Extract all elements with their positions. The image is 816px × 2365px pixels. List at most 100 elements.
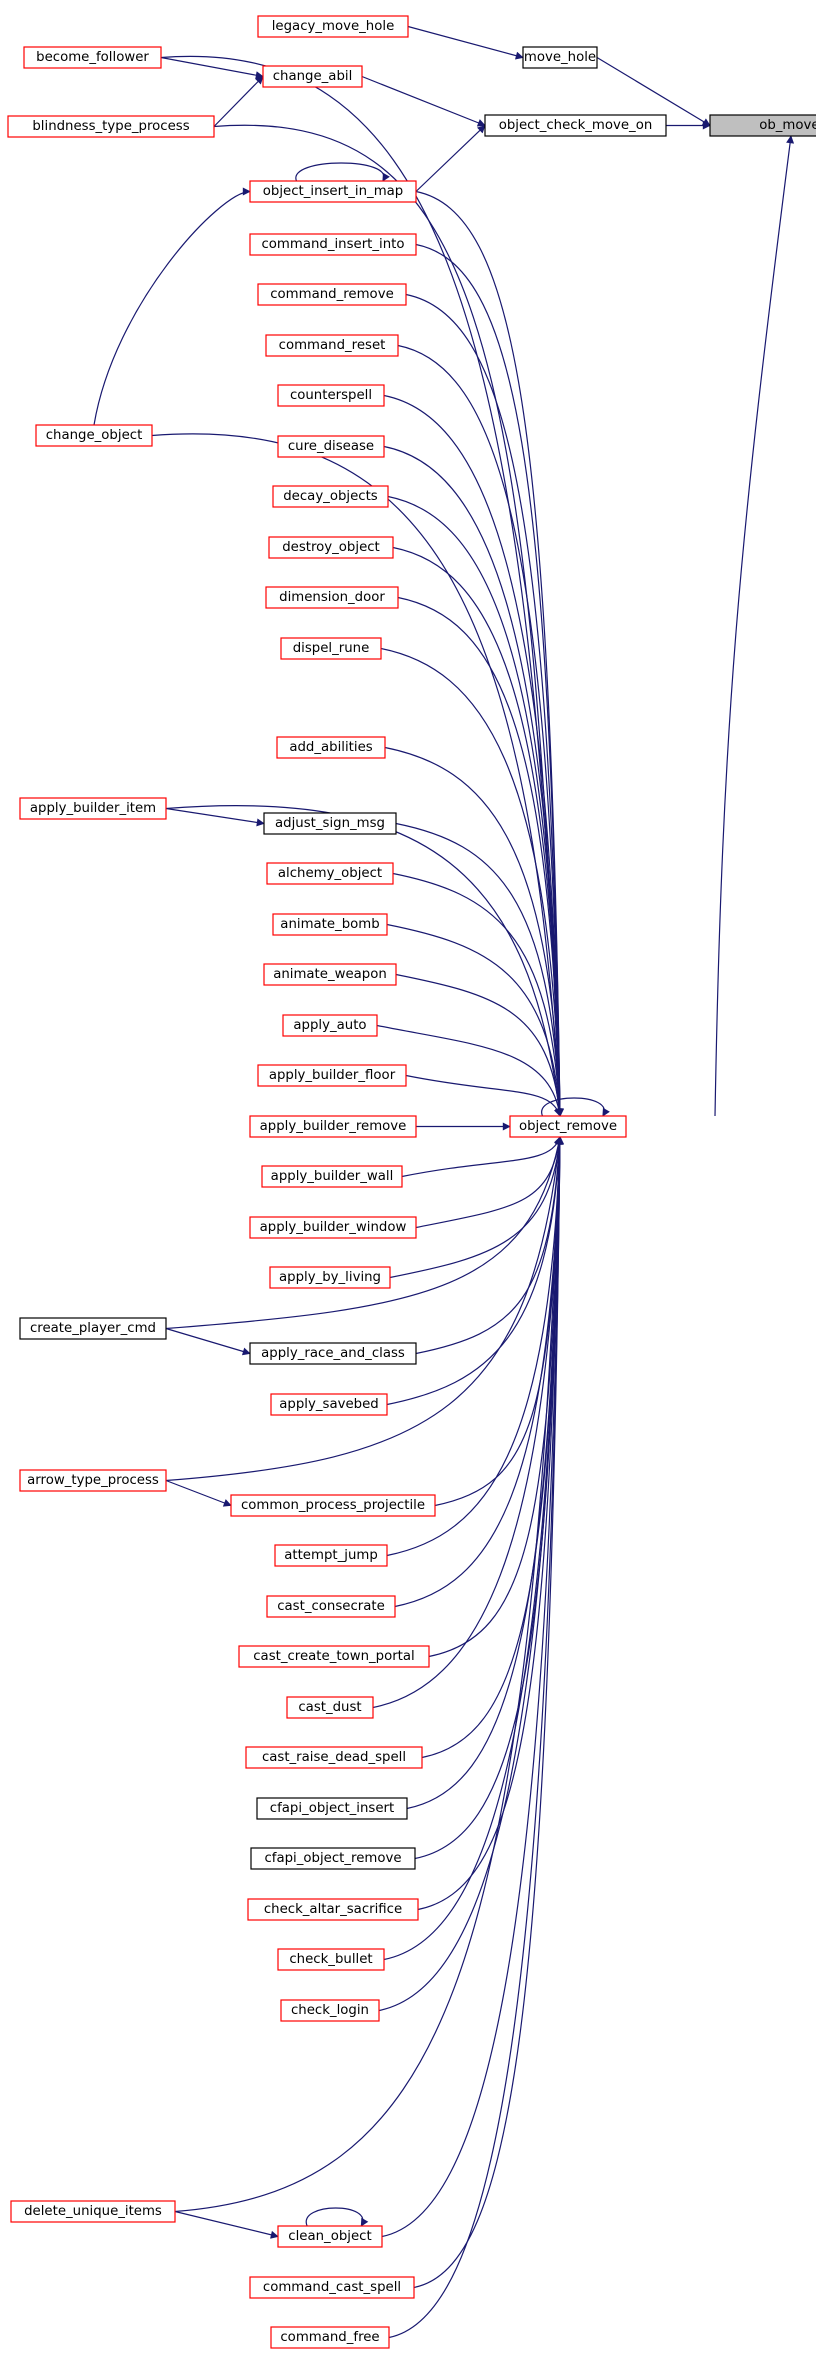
node-box-clean_object[interactable] <box>277 2225 383 2248</box>
node-box-cast_raise_dead_spell[interactable] <box>245 1746 423 1769</box>
node-cast_raise_dead_spell[interactable]: cast_raise_dead_spell <box>245 1746 423 1769</box>
node-box-check_altar_sacrifice[interactable] <box>247 1898 419 1921</box>
node-box-cast_consecrate[interactable] <box>266 1595 396 1618</box>
node-apply_builder_floor[interactable]: apply_builder_floor <box>257 1064 407 1087</box>
node-box-counterspell[interactable] <box>277 384 385 407</box>
node-box-legacy_move_hole[interactable] <box>257 15 409 38</box>
node-box-cast_create_town_portal[interactable] <box>238 1645 430 1668</box>
node-box-cfapi_object_insert[interactable] <box>256 1797 408 1820</box>
node-dispel_rune[interactable]: dispel_rune <box>280 637 382 660</box>
node-clean_object[interactable]: clean_object <box>277 2225 383 2248</box>
node-box-apply_savebed[interactable] <box>270 1393 388 1416</box>
node-box-change_abil[interactable] <box>262 65 363 88</box>
node-move_hole[interactable]: move_hole <box>522 46 598 69</box>
node-command_free[interactable]: command_free <box>270 2326 390 2349</box>
node-become_follower[interactable]: become_follower <box>23 46 162 69</box>
node-counterspell[interactable]: counterspell <box>277 384 385 407</box>
node-box-object_remove[interactable] <box>509 1115 627 1138</box>
node-animate_bomb[interactable]: animate_bomb <box>272 913 388 936</box>
node-box-delete_unique_items[interactable] <box>10 2200 176 2223</box>
node-box-apply_builder_window[interactable] <box>249 1216 417 1239</box>
node-box-move_hole[interactable] <box>522 46 598 69</box>
node-destroy_object[interactable]: destroy_object <box>268 536 394 559</box>
node-apply_builder_window[interactable]: apply_builder_window <box>249 1216 417 1239</box>
node-box-cfapi_object_remove[interactable] <box>250 1847 416 1870</box>
node-apply_race_and_class[interactable]: apply_race_and_class <box>249 1342 417 1365</box>
node-box-apply_builder_floor[interactable] <box>257 1064 407 1087</box>
node-box-dimension_door[interactable] <box>265 586 399 609</box>
node-box-command_insert_into[interactable] <box>249 233 417 256</box>
node-box-apply_builder_wall[interactable] <box>261 1165 403 1188</box>
node-cfapi_object_remove[interactable]: cfapi_object_remove <box>250 1847 416 1870</box>
node-arrow_type_process[interactable]: arrow_type_process <box>19 1469 167 1492</box>
node-box-arrow_type_process[interactable] <box>19 1469 167 1492</box>
node-common_process_projectile[interactable]: common_process_projectile <box>230 1494 436 1517</box>
node-apply_savebed[interactable]: apply_savebed <box>270 1393 388 1416</box>
node-box-attempt_jump[interactable] <box>274 1544 388 1567</box>
node-apply_auto[interactable]: apply_auto <box>282 1014 378 1037</box>
node-create_player_cmd[interactable]: create_player_cmd <box>19 1317 167 1340</box>
node-cast_consecrate[interactable]: cast_consecrate <box>266 1595 396 1618</box>
node-dimension_door[interactable]: dimension_door <box>265 586 399 609</box>
node-apply_by_living[interactable]: apply_by_living <box>269 1266 391 1289</box>
node-box-apply_race_and_class[interactable] <box>249 1342 417 1365</box>
node-command_reset[interactable]: command_reset <box>265 334 399 357</box>
node-adjust_sign_msg[interactable]: adjust_sign_msg <box>263 812 397 835</box>
node-attempt_jump[interactable]: attempt_jump <box>274 1544 388 1567</box>
node-cfapi_object_insert[interactable]: cfapi_object_insert <box>256 1797 408 1820</box>
node-apply_builder_item[interactable]: apply_builder_item <box>19 797 167 820</box>
node-box-ob_move_on[interactable] <box>709 114 816 137</box>
node-apply_builder_wall[interactable]: apply_builder_wall <box>261 1165 403 1188</box>
node-animate_weapon[interactable]: animate_weapon <box>263 963 397 986</box>
node-box-create_player_cmd[interactable] <box>19 1317 167 1340</box>
node-box-apply_builder_item[interactable] <box>19 797 167 820</box>
node-box-alchemy_object[interactable] <box>266 862 394 885</box>
node-cast_dust[interactable]: cast_dust <box>286 1696 374 1719</box>
node-object_remove[interactable]: object_remove <box>509 1115 627 1138</box>
node-box-object_check_move_on[interactable] <box>484 114 667 137</box>
node-command_remove[interactable]: command_remove <box>257 283 407 306</box>
node-cure_disease[interactable]: cure_disease <box>277 435 385 458</box>
node-box-change_object[interactable] <box>35 424 153 447</box>
node-ob_move_on[interactable]: ob_move_on <box>709 114 816 137</box>
node-box-dispel_rune[interactable] <box>280 637 382 660</box>
node-command_insert_into[interactable]: command_insert_into <box>249 233 417 256</box>
node-box-cure_disease[interactable] <box>277 435 385 458</box>
node-check_login[interactable]: check_login <box>280 1999 380 2022</box>
node-delete_unique_items[interactable]: delete_unique_items <box>10 2200 176 2223</box>
node-box-command_cast_spell[interactable] <box>249 2276 415 2299</box>
node-blindness_type_process[interactable]: blindness_type_process <box>7 115 215 138</box>
node-cast_create_town_portal[interactable]: cast_create_town_portal <box>238 1645 430 1668</box>
node-box-animate_bomb[interactable] <box>272 913 388 936</box>
node-box-command_reset[interactable] <box>265 334 399 357</box>
node-box-animate_weapon[interactable] <box>263 963 397 986</box>
node-box-blindness_type_process[interactable] <box>7 115 215 138</box>
node-box-adjust_sign_msg[interactable] <box>263 812 397 835</box>
node-box-check_login[interactable] <box>280 1999 380 2022</box>
node-box-apply_by_living[interactable] <box>269 1266 391 1289</box>
node-box-apply_auto[interactable] <box>282 1014 378 1037</box>
node-check_altar_sacrifice[interactable]: check_altar_sacrifice <box>247 1898 419 1921</box>
node-box-command_free[interactable] <box>270 2326 390 2349</box>
node-apply_builder_remove[interactable]: apply_builder_remove <box>249 1115 417 1138</box>
node-box-decay_objects[interactable] <box>272 485 389 508</box>
node-box-apply_builder_remove[interactable] <box>249 1115 417 1138</box>
node-command_cast_spell[interactable]: command_cast_spell <box>249 2276 415 2299</box>
node-legacy_move_hole[interactable]: legacy_move_hole <box>257 15 409 38</box>
node-add_abilities[interactable]: add_abilities <box>276 736 386 759</box>
node-check_bullet[interactable]: check_bullet <box>277 1948 385 1971</box>
node-box-command_remove[interactable] <box>257 283 407 306</box>
node-change_abil[interactable]: change_abil <box>262 65 363 88</box>
node-object_check_move_on[interactable]: object_check_move_on <box>484 114 667 137</box>
node-box-become_follower[interactable] <box>23 46 162 69</box>
node-object_insert_in_map[interactable]: object_insert_in_map <box>249 180 417 203</box>
node-box-check_bullet[interactable] <box>277 1948 385 1971</box>
node-box-cast_dust[interactable] <box>286 1696 374 1719</box>
node-decay_objects[interactable]: decay_objects <box>272 485 389 508</box>
node-change_object[interactable]: change_object <box>35 424 153 447</box>
node-box-common_process_projectile[interactable] <box>230 1494 436 1517</box>
node-alchemy_object[interactable]: alchemy_object <box>266 862 394 885</box>
node-box-add_abilities[interactable] <box>276 736 386 759</box>
node-box-object_insert_in_map[interactable] <box>249 180 417 203</box>
node-box-destroy_object[interactable] <box>268 536 394 559</box>
